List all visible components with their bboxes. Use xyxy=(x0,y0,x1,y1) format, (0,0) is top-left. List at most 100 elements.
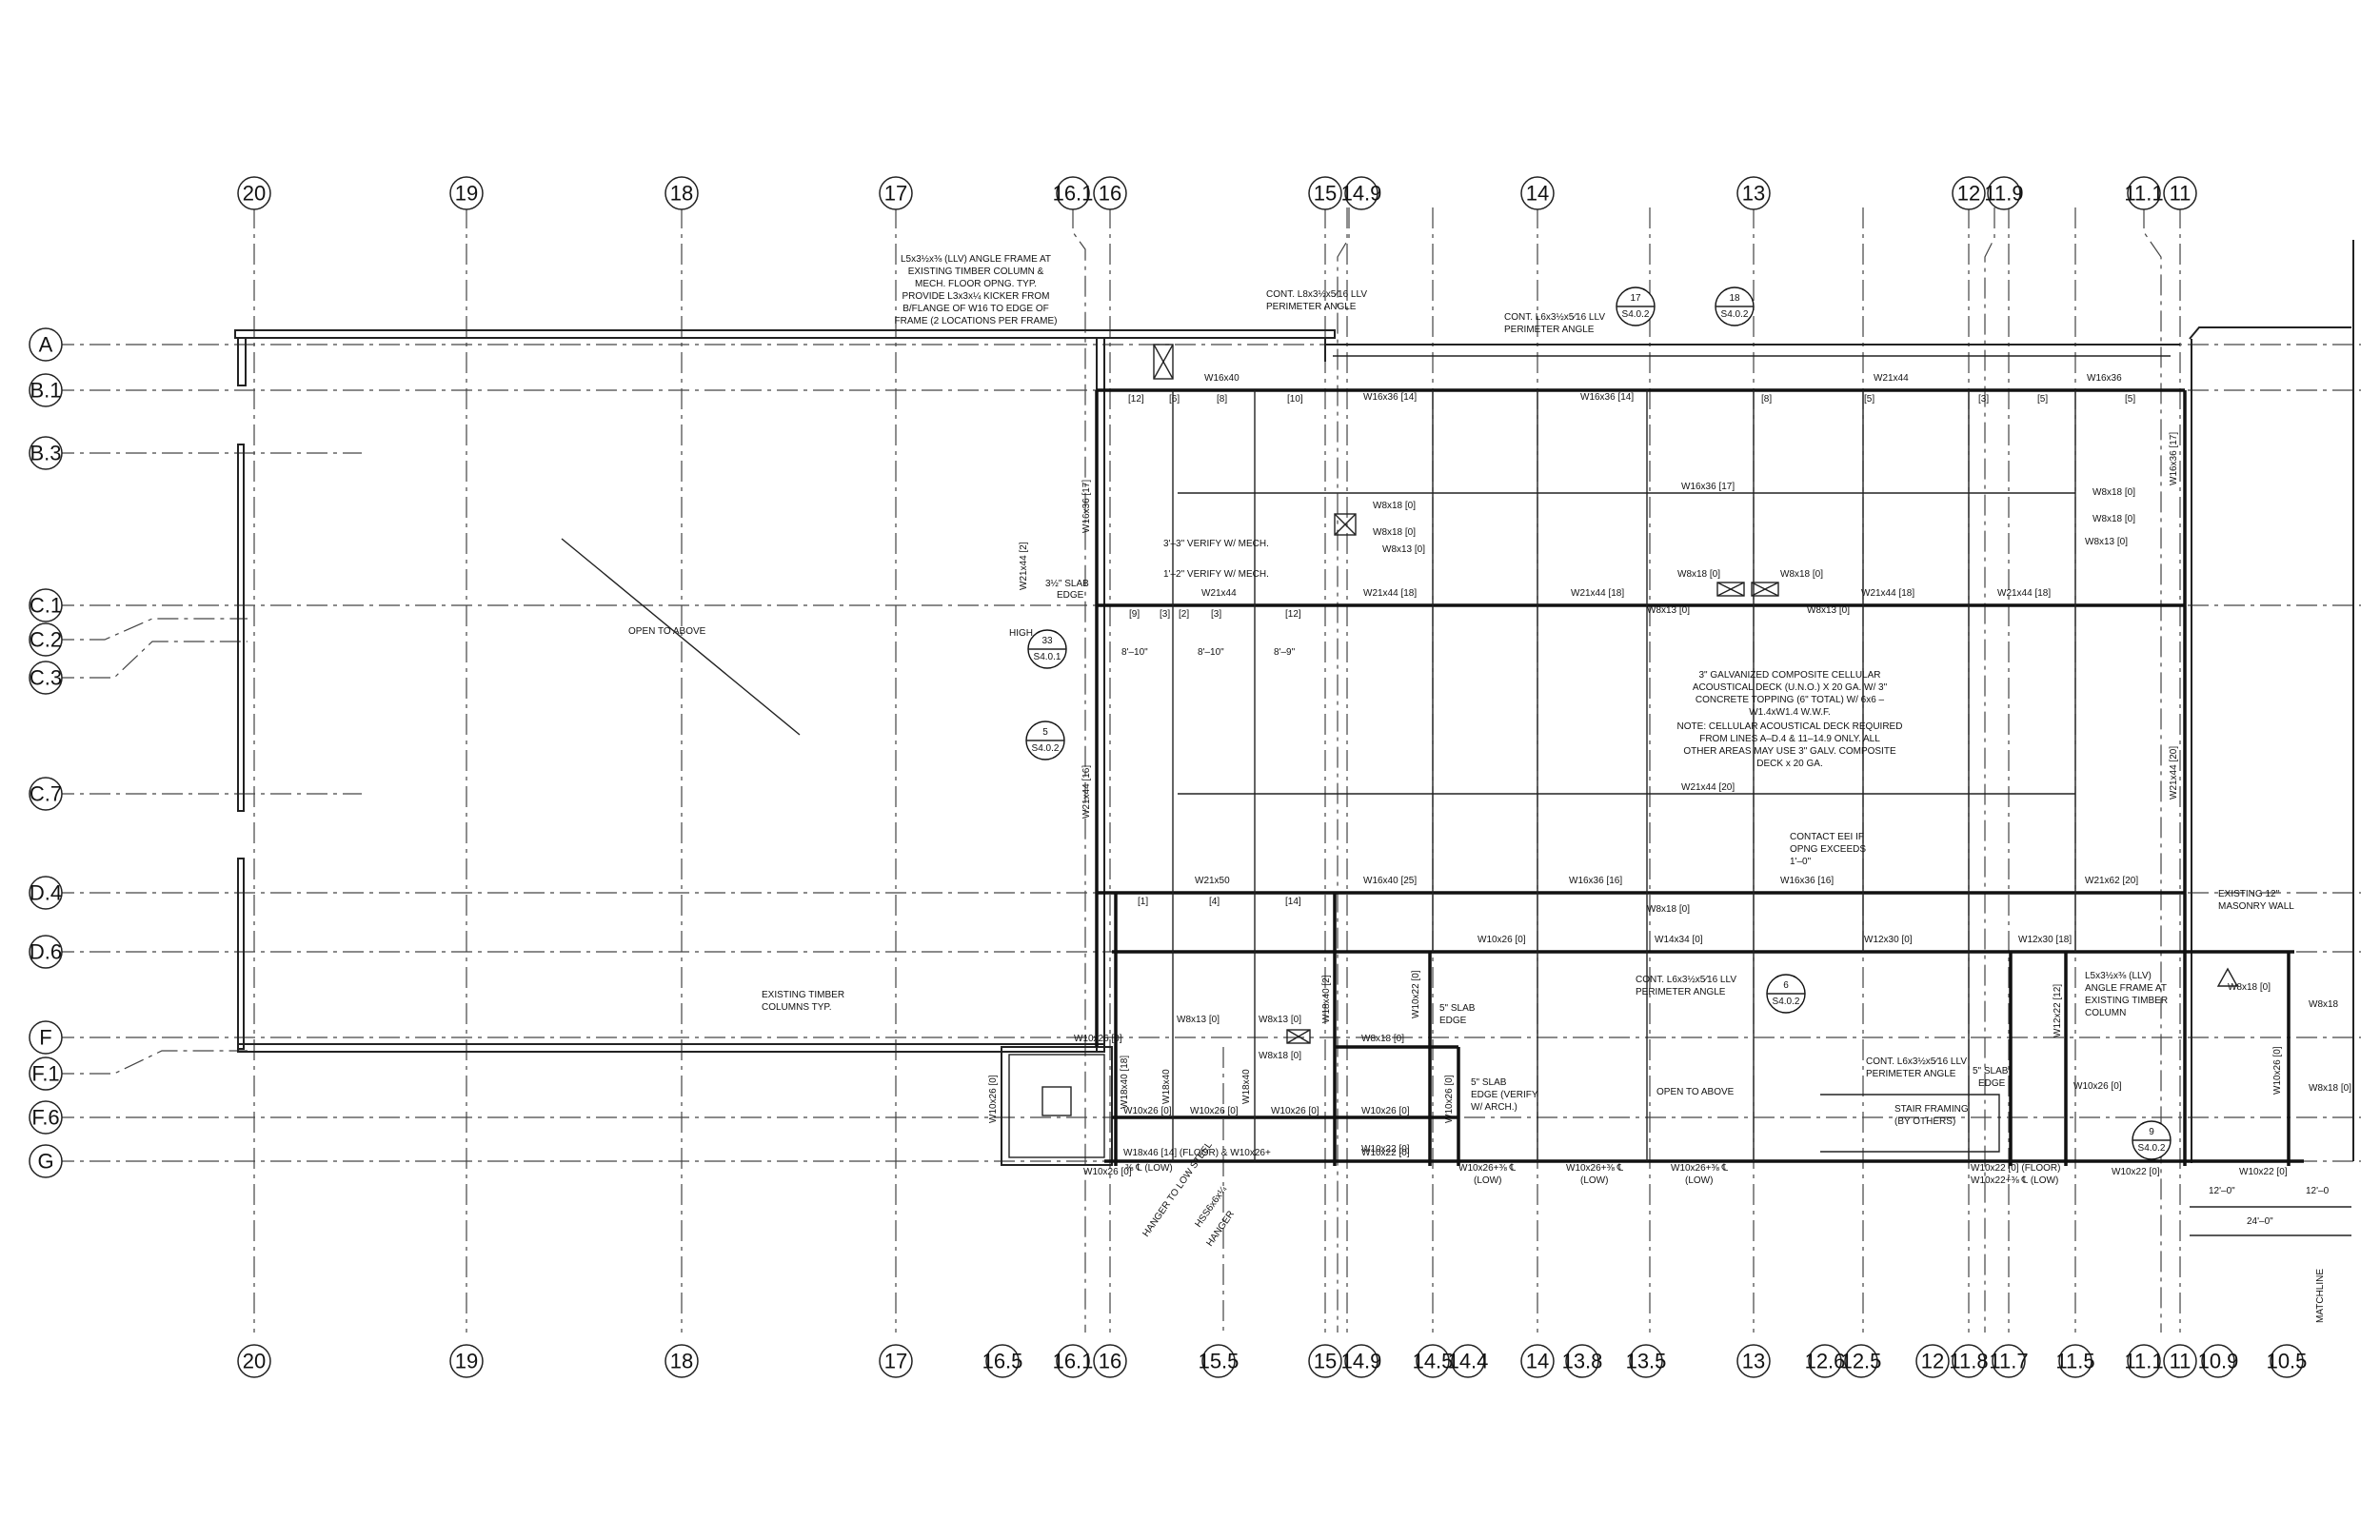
svg-text:12'–0: 12'–0 xyxy=(2306,1186,2330,1196)
grid-bubble: 14 xyxy=(1520,176,1555,210)
top-grid-bubbles: 20 19 18 17 16.1 16 15 14.9 14 13 12 11.… xyxy=(237,176,2197,210)
svg-text:W10x26 [0]: W10x26 [0] xyxy=(2073,1081,2122,1092)
grid-bubble: 16 xyxy=(1093,176,1127,210)
svg-text:W8x13 [0]: W8x13 [0] xyxy=(1382,544,1425,555)
grid-bubble: F.1 xyxy=(29,1056,63,1091)
row-grid-bubbles: A B.1 B.3 C.1 C.2 C.3 C.7 D.4 D.6 F F.1 … xyxy=(29,327,63,1178)
svg-text:W8x18 [0]: W8x18 [0] xyxy=(2092,487,2135,498)
svg-text:[8]: [8] xyxy=(1217,394,1227,405)
svg-text:16.1: 16.1 xyxy=(1053,182,1094,206)
svg-text:CONT. L6x3½x5⁄16 LLV: CONT. L6x3½x5⁄16 LLV xyxy=(1866,1056,1967,1067)
svg-text:W21x50: W21x50 xyxy=(1195,876,1230,886)
svg-text:W10x26+⅜ ℄: W10x26+⅜ ℄ xyxy=(1458,1163,1517,1174)
svg-text:8'–9": 8'–9" xyxy=(1274,647,1296,658)
svg-text:W8x18 [0]: W8x18 [0] xyxy=(1373,501,1416,511)
section-marker: 9 S4.0.2 xyxy=(2132,1120,2172,1160)
svg-text:12'–0": 12'–0" xyxy=(2209,1186,2235,1196)
svg-text:14.9: 14.9 xyxy=(1341,182,1382,206)
svg-text:COLUMN: COLUMN xyxy=(2085,1008,2126,1018)
svg-text:B/FLANGE OF W16 TO EDGE OF: B/FLANGE OF W16 TO EDGE OF xyxy=(902,304,1049,314)
svg-text:19: 19 xyxy=(455,182,478,206)
grid-bubble: 10.9 xyxy=(2198,1344,2238,1378)
svg-text:W8x18 [0]: W8x18 [0] xyxy=(2309,1083,2351,1094)
svg-text:[5]: [5] xyxy=(1864,394,1874,405)
svg-text:F.1: F.1 xyxy=(31,1062,59,1086)
svg-text:18: 18 xyxy=(670,182,693,206)
grid-bubble: B.3 xyxy=(29,436,63,470)
svg-text:W10x22 [0]: W10x22 [0] xyxy=(1361,1148,1410,1158)
svg-text:CONT. L6x3½x5⁄16 LLV: CONT. L6x3½x5⁄16 LLV xyxy=(1504,312,1605,323)
svg-text:W8x18 [0]: W8x18 [0] xyxy=(2092,514,2135,524)
svg-text:W12x30 [18]: W12x30 [18] xyxy=(2018,935,2072,945)
svg-text:W16x36 [16]: W16x36 [16] xyxy=(1780,876,1834,886)
grid-bubble: 11.8 xyxy=(1949,1344,1989,1378)
svg-text:W/ ARCH.): W/ ARCH.) xyxy=(1471,1102,1517,1113)
deck-note: 3" GALVANIZED COMPOSITE CELLULAR ACOUSTI… xyxy=(1677,670,1903,769)
grid-bubble: G xyxy=(29,1144,63,1178)
svg-text:MATCHLINE: MATCHLINE xyxy=(2315,1269,2326,1323)
svg-text:W10x26 [0]: W10x26 [0] xyxy=(1123,1106,1172,1116)
grid-bubble: 13 xyxy=(1736,176,1771,210)
grid-bubble: 11 xyxy=(2163,176,2197,210)
svg-text:11.8: 11.8 xyxy=(1949,1350,1988,1373)
svg-text:12: 12 xyxy=(1921,1350,1944,1373)
svg-text:S4.0.2: S4.0.2 xyxy=(2138,1143,2166,1154)
svg-text:W1.4xW1.4 W.W.F.: W1.4xW1.4 W.W.F. xyxy=(1749,707,1831,718)
svg-text:16.5: 16.5 xyxy=(982,1350,1023,1373)
svg-text:W10x22+⅜ ℄ (LOW): W10x22+⅜ ℄ (LOW) xyxy=(1971,1175,2058,1186)
grid-bubble: 12 xyxy=(1915,1344,1950,1378)
svg-text:W10x26 [0]: W10x26 [0] xyxy=(1478,935,1526,945)
svg-text:W16x36 [16]: W16x36 [16] xyxy=(1569,876,1622,886)
svg-text:L5x3½x⅜ (LLV) ANGLE FRAME AT: L5x3½x⅜ (LLV) ANGLE FRAME AT xyxy=(901,254,1051,265)
grid-bubble: C.7 xyxy=(29,777,63,811)
svg-text:11: 11 xyxy=(2170,1350,2192,1373)
svg-text:G: G xyxy=(37,1150,53,1174)
svg-text:CONT. L8x3½x5⁄16 LLV: CONT. L8x3½x5⁄16 LLV xyxy=(1266,289,1367,300)
svg-text:EDGE: EDGE xyxy=(1057,590,1084,601)
opening-symbols xyxy=(1153,344,2239,1153)
svg-text:CONCRETE TOPPING (6" TOTAL) W/: CONCRETE TOPPING (6" TOTAL) W/ 6x6 – xyxy=(1696,695,1885,705)
svg-text:W21x44 [18]: W21x44 [18] xyxy=(1997,588,2051,599)
svg-text:W8x18 [0]: W8x18 [0] xyxy=(1647,904,1690,915)
svg-text:W18x40: W18x40 xyxy=(1161,1069,1172,1104)
svg-text:PROVIDE L3x3x¼ KICKER FROM: PROVIDE L3x3x¼ KICKER FROM xyxy=(902,290,1049,302)
section-markers: 17 S4.0.2 18 S4.0.2 33 S4.0.1 5 S4.0.2 6… xyxy=(1025,286,2172,1160)
grid-bubble: 18 xyxy=(664,176,699,210)
svg-text:5" SLAB: 5" SLAB xyxy=(1471,1077,1507,1088)
grid-bubble: 11.9 xyxy=(1984,176,2024,210)
svg-text:[10]: [10] xyxy=(1287,394,1303,405)
grid-bubble: 14.4 xyxy=(1448,1344,1488,1378)
svg-text:[12]: [12] xyxy=(1128,394,1144,405)
grid-bubble: 16.1 xyxy=(1053,1344,1093,1378)
svg-text:[6]: [6] xyxy=(1169,394,1180,405)
svg-text:COLUMNS TYP.: COLUMNS TYP. xyxy=(762,1002,832,1013)
svg-text:W16x36 [14]: W16x36 [14] xyxy=(1363,392,1417,403)
svg-text:17: 17 xyxy=(884,1350,907,1373)
svg-text:11.1: 11.1 xyxy=(2124,182,2163,206)
grid-bubble: F xyxy=(29,1020,63,1055)
steel-beams xyxy=(1095,388,2304,1166)
grid-bubble: 10.5 xyxy=(2267,1344,2307,1378)
svg-text:C.2: C.2 xyxy=(30,628,62,652)
svg-text:W21x44 [16]: W21x44 [16] xyxy=(1081,765,1092,819)
svg-text:[2]: [2] xyxy=(1179,609,1189,620)
svg-text:W8x18 [0]: W8x18 [0] xyxy=(1677,569,1720,580)
svg-text:W10x26+⅜ ℄: W10x26+⅜ ℄ xyxy=(1566,1163,1624,1174)
grid-bubble: D.4 xyxy=(29,876,63,910)
svg-text:EXISTING TIMBER: EXISTING TIMBER xyxy=(762,990,844,1000)
svg-text:D.6: D.6 xyxy=(30,940,62,964)
svg-text:[5]: [5] xyxy=(2037,394,2048,405)
grid-bubble: 11.5 xyxy=(2055,1344,2095,1378)
svg-text:CONTACT EEI IF: CONTACT EEI IF xyxy=(1790,832,1864,842)
svg-text:(LOW): (LOW) xyxy=(1580,1175,1608,1186)
svg-text:W21x44 [2]: W21x44 [2] xyxy=(1019,542,1029,590)
bottom-grid-bubbles: 20 19 18 17 16.5 16.1 16 15.5 15 14.9 14… xyxy=(237,1344,2307,1378)
svg-text:W8x13 [0]: W8x13 [0] xyxy=(1177,1015,1220,1025)
svg-text:5" SLAB: 5" SLAB xyxy=(1439,1003,1476,1014)
svg-text:EDGE: EDGE xyxy=(1978,1078,2006,1089)
svg-text:W21x44: W21x44 xyxy=(1874,373,1909,384)
svg-text:14.5: 14.5 xyxy=(1413,1350,1454,1373)
grid-bubble: 12 xyxy=(1952,176,1986,210)
section-marker: 17 S4.0.2 xyxy=(1616,286,1656,326)
svg-text:(LOW): (LOW) xyxy=(1474,1175,1501,1186)
